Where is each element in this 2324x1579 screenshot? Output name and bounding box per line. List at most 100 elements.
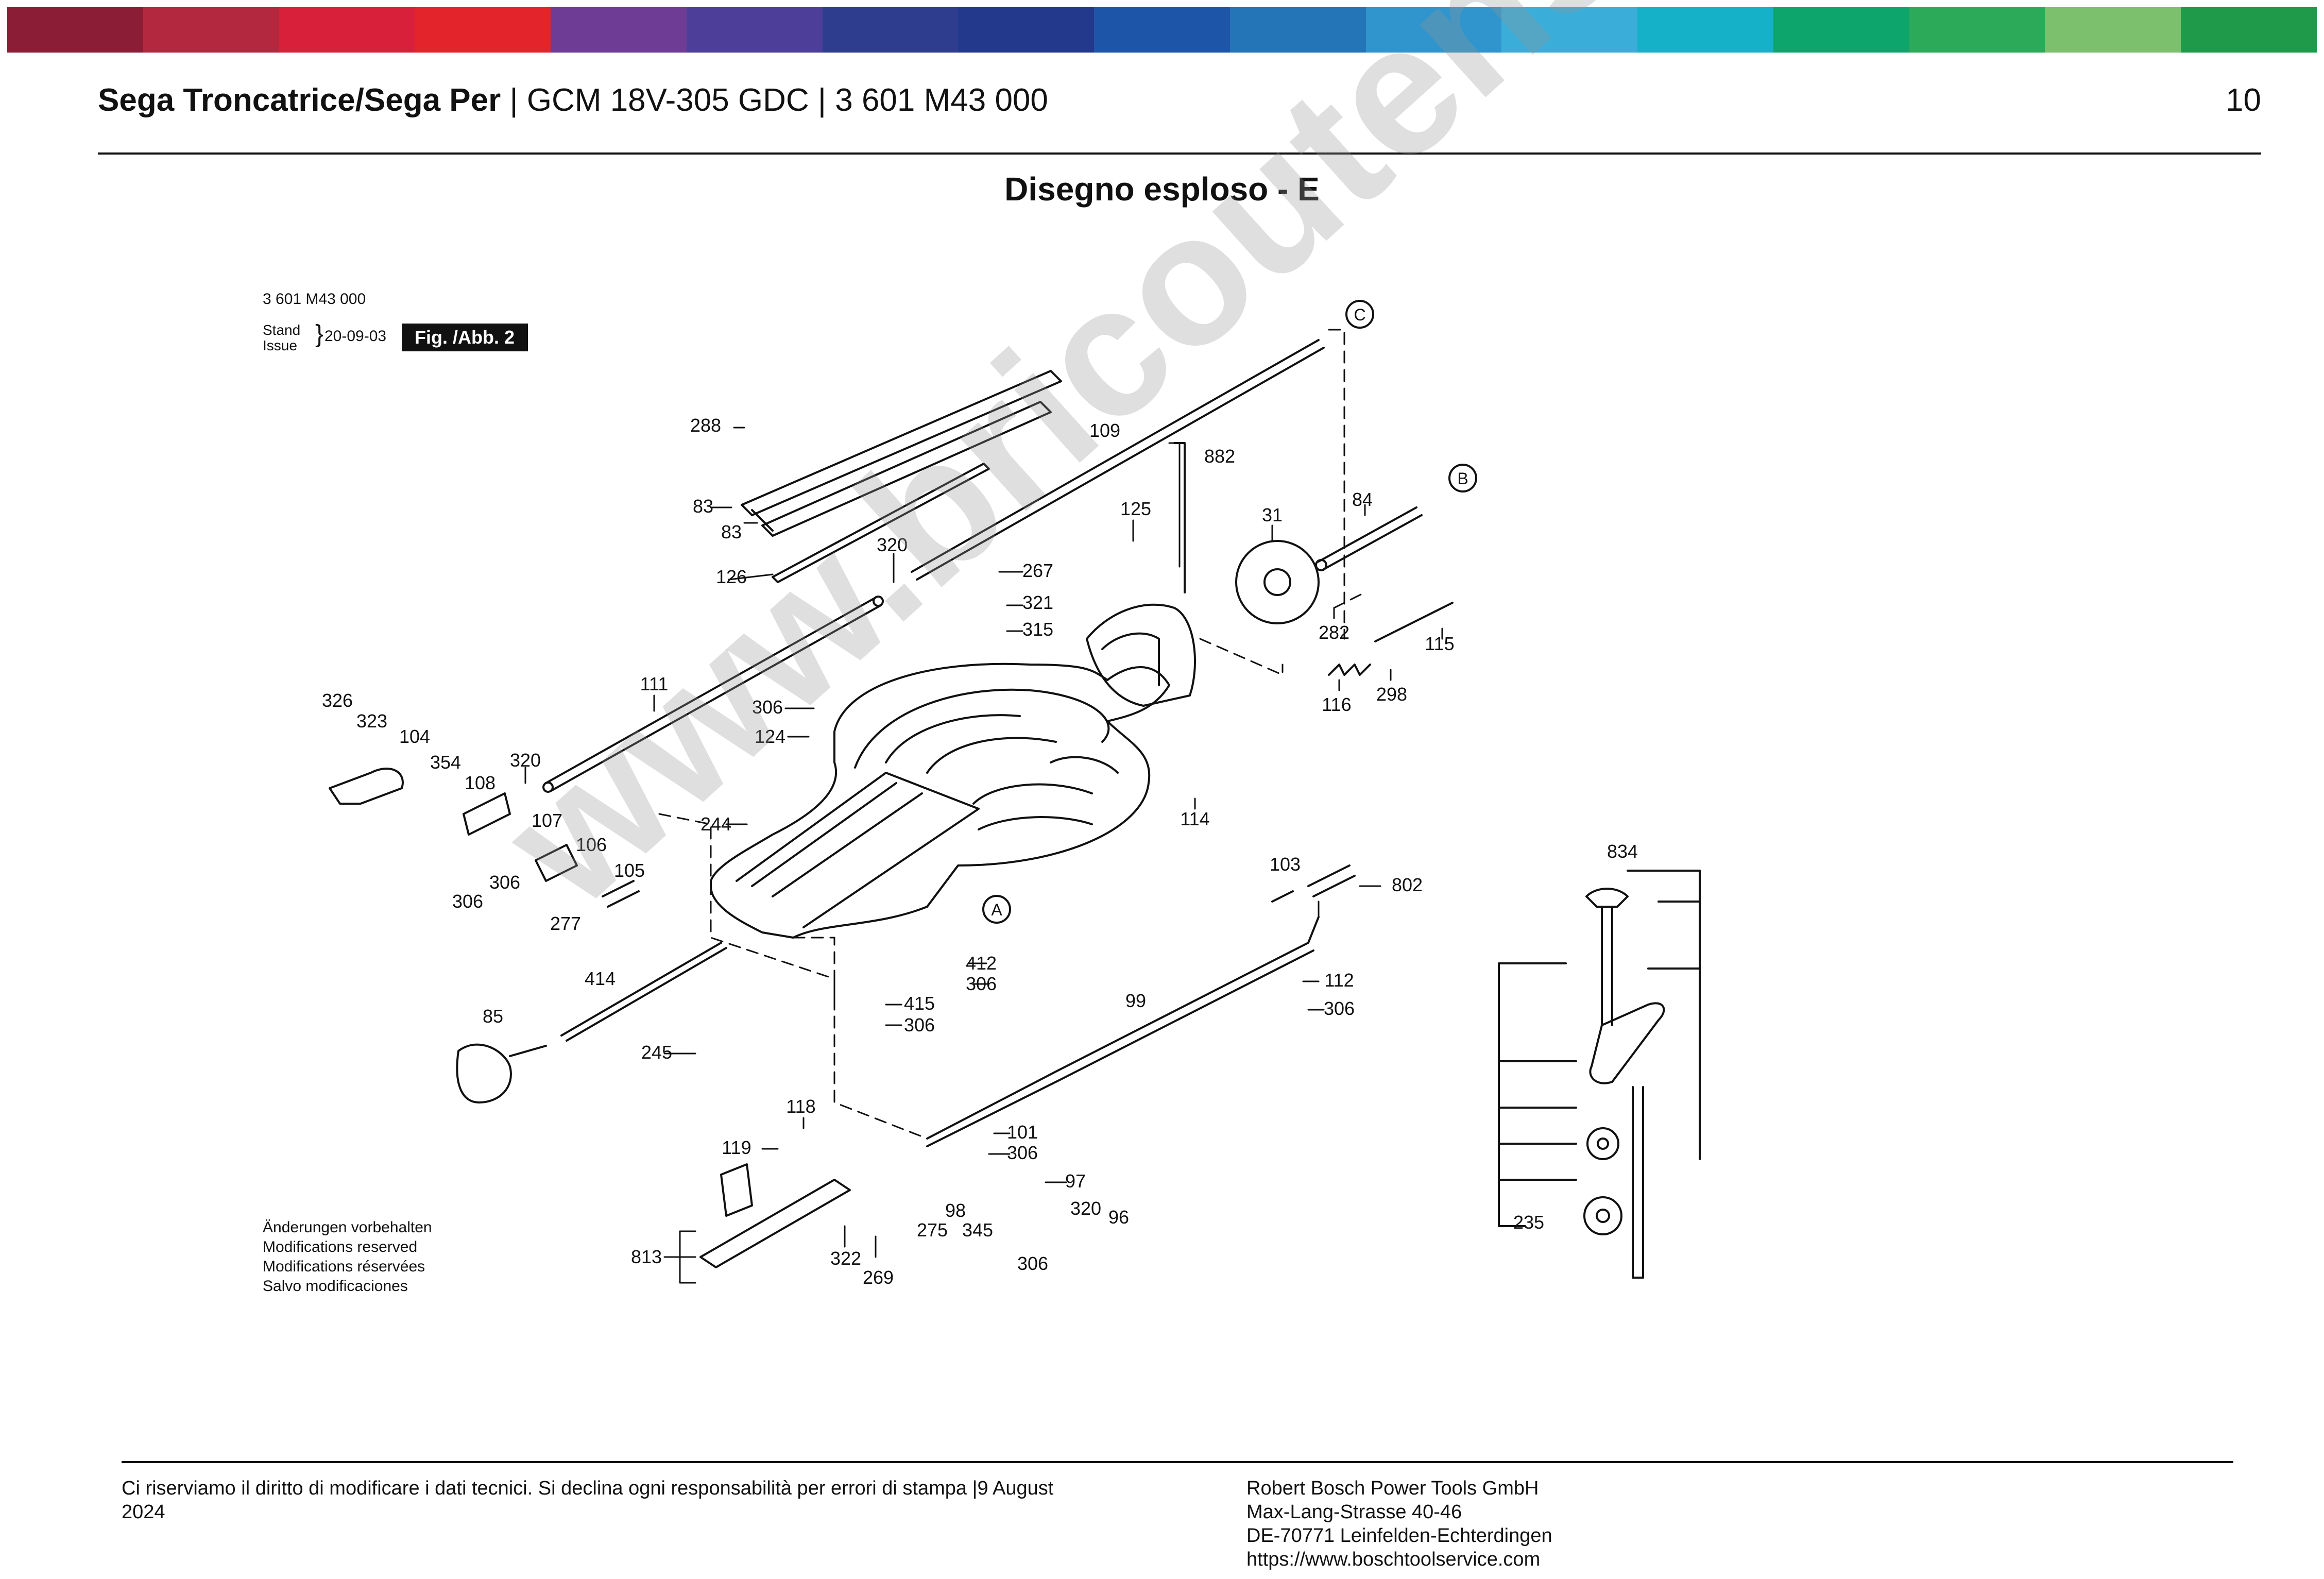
part-label: 288 bbox=[690, 415, 721, 436]
part-label: 306 bbox=[904, 1014, 935, 1035]
brace-glyph: } bbox=[315, 320, 323, 348]
part-label: 802 bbox=[1392, 874, 1423, 895]
part-label: 315 bbox=[1022, 619, 1053, 640]
part-label: 98 bbox=[945, 1200, 966, 1221]
part-label: 245 bbox=[641, 1042, 672, 1063]
drawing-date: 20-09-03 bbox=[324, 328, 386, 345]
part-label: 99 bbox=[1125, 990, 1146, 1011]
callout-b-label: B bbox=[1457, 469, 1468, 488]
assembly-834 bbox=[1585, 888, 1629, 908]
part-label: 320 bbox=[510, 750, 541, 771]
callout-a bbox=[982, 895, 1011, 924]
color-bar-segment bbox=[958, 7, 1095, 53]
color-bar-segment bbox=[279, 7, 415, 53]
part-label: 415 bbox=[904, 993, 935, 1014]
part-label: 321 bbox=[1022, 592, 1053, 613]
rod-109 bbox=[911, 339, 1320, 573]
color-bar-segment bbox=[1909, 7, 2045, 53]
footer-disclaimer-line1: Ci riserviamo il diritto di modificare i… bbox=[122, 1478, 1054, 1499]
color-bar-segment bbox=[1229, 7, 1366, 53]
page-number: 10 bbox=[2226, 82, 2261, 118]
part-label: 306 bbox=[1324, 998, 1355, 1019]
part-label: 125 bbox=[1120, 498, 1151, 519]
part-label: 322 bbox=[830, 1248, 861, 1269]
part-label: 306 bbox=[452, 891, 483, 912]
part-label: 84 bbox=[1352, 489, 1373, 510]
part-label: 85 bbox=[483, 1006, 503, 1027]
issue-label: Issue bbox=[263, 337, 297, 353]
callout-a-label: A bbox=[991, 901, 1002, 919]
page-header: Sega Troncatrice/Sega Per | GCM 18V-305 … bbox=[98, 77, 2261, 124]
color-bar-segment bbox=[7, 7, 143, 53]
color-bar-segment bbox=[415, 7, 551, 53]
part-label: 275 bbox=[917, 1219, 948, 1241]
part-label: 306 bbox=[966, 973, 997, 994]
part-label: 31 bbox=[1262, 504, 1283, 525]
color-bar-segment bbox=[1637, 7, 1773, 53]
part-label: 813 bbox=[631, 1246, 662, 1267]
part-label: 118 bbox=[786, 1096, 815, 1117]
rod-414 bbox=[560, 942, 722, 1037]
company-name: Robert Bosch Power Tools GmbH bbox=[1246, 1478, 1539, 1499]
footer-rule bbox=[122, 1461, 2233, 1463]
footer-disclaimer: Ci riserviamo il diritto di modificare i… bbox=[122, 1476, 1193, 1524]
part-label: 96 bbox=[1108, 1207, 1129, 1228]
footer-address: Robert Bosch Power Tools GmbH Max-Lang-S… bbox=[1246, 1476, 1865, 1571]
part-label: 116 bbox=[1322, 694, 1351, 715]
part-label: 109 bbox=[1089, 420, 1120, 441]
color-bar-segment bbox=[2045, 7, 2181, 53]
service-url[interactable]: https://www.boschtoolservice.com bbox=[1246, 1549, 1541, 1570]
part-label: 124 bbox=[755, 726, 785, 747]
color-bar-segment bbox=[2181, 7, 2317, 53]
strip-126 bbox=[772, 463, 990, 583]
part-label: 882 bbox=[1204, 446, 1235, 467]
bevel-housing bbox=[1086, 603, 1196, 707]
color-bar-segment bbox=[1773, 7, 1909, 53]
part-label: 105 bbox=[614, 860, 645, 881]
rod-111 bbox=[545, 597, 877, 784]
part-label: 414 bbox=[585, 968, 616, 989]
drawing-part-number: 3 601 M43 000 bbox=[263, 291, 366, 308]
color-bar-segment bbox=[551, 7, 687, 53]
handle-104 bbox=[329, 767, 404, 805]
color-bar-segment bbox=[1365, 7, 1502, 53]
arm-99 bbox=[926, 916, 1320, 1140]
brand-color-bar bbox=[7, 7, 2317, 53]
color-bar-segment bbox=[1094, 7, 1230, 53]
part-label: 834 bbox=[1607, 841, 1638, 862]
section-title: Disegno esploso - E bbox=[1004, 171, 1320, 208]
header-rule bbox=[98, 152, 2261, 155]
part-label: 306 bbox=[1017, 1253, 1048, 1274]
part-label: 345 bbox=[962, 1219, 993, 1241]
part-label: 244 bbox=[700, 813, 731, 835]
color-bar-segment bbox=[686, 7, 823, 53]
callout-b bbox=[1448, 464, 1477, 493]
disclaimer-es: Salvo modificaciones bbox=[263, 1278, 408, 1295]
assembly-813 bbox=[699, 1179, 851, 1268]
part-label: 235 bbox=[1513, 1212, 1544, 1233]
part-label: 354 bbox=[430, 752, 461, 773]
part-label: 108 bbox=[465, 772, 495, 793]
part-label: 320 bbox=[877, 534, 908, 555]
part-label: 106 bbox=[576, 834, 607, 855]
part-label: 119 bbox=[722, 1137, 751, 1158]
footer-disclaimer-line2: 2024 bbox=[122, 1501, 165, 1523]
part-label: 83 bbox=[693, 496, 713, 517]
part-label: 320 bbox=[1070, 1198, 1101, 1219]
part-label: 111 bbox=[640, 673, 669, 694]
part-label: 115 bbox=[1425, 633, 1454, 654]
callout-c bbox=[1345, 300, 1374, 329]
page-title: Sega Troncatrice/Sega Per | GCM 18V-305 … bbox=[98, 82, 1048, 118]
street-address: Max-Lang-Strasse 40-46 bbox=[1246, 1501, 1462, 1523]
part-label: 267 bbox=[1022, 560, 1053, 581]
part-label: 104 bbox=[399, 726, 430, 747]
part-label: 306 bbox=[1007, 1142, 1038, 1163]
saw-base bbox=[710, 663, 1170, 939]
part-label: 101 bbox=[1007, 1122, 1038, 1143]
part-label: 126 bbox=[716, 566, 747, 587]
part-label: 107 bbox=[532, 810, 562, 831]
part-label: 282 bbox=[1319, 622, 1349, 643]
part-label: 412 bbox=[966, 953, 997, 974]
color-bar-segment bbox=[1501, 7, 1638, 53]
